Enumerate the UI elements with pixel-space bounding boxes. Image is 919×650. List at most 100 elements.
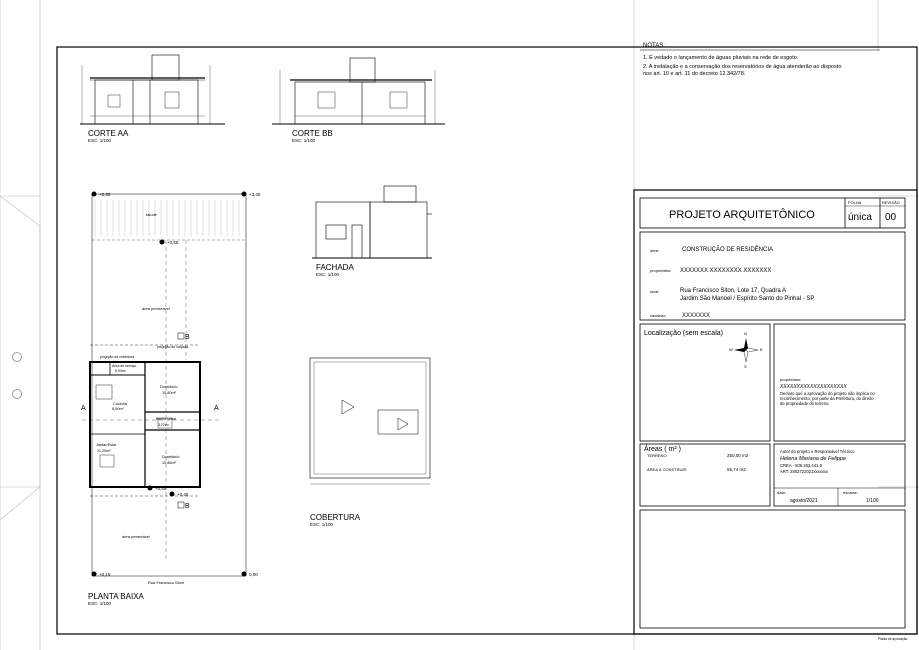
level-right-a: +0,45 [177,492,189,497]
area-permeavel-top-label: área permeável [142,306,170,311]
corte-bb-scale: ESC: 1/100 [292,138,316,143]
title-block-frame [633,189,918,635]
proprietario-label: proprietário: [650,268,671,273]
autor-name: Helena Mariana de Felippe [780,456,846,462]
note-item-3: nos art. 10 e art. 11 do decreto 12.342/… [643,71,746,77]
corte-bb-title: CORTE BB [292,129,333,138]
projecao-cobertura-label: projeção da cobertura [100,355,134,359]
area-permeavel-bottom-label: área permeável [122,534,150,539]
level-marker-icon [159,239,165,245]
compass-e: E [760,347,763,352]
note-item-1: 1. É vedado o lançamento de águas pluvia… [643,54,799,61]
folha-value: única [848,212,872,223]
proprietario2-value: XXXXXXXXXXXXXXXXXXXX [779,384,847,390]
area-construir-label: ÁREA À CONSTRUIR [647,467,686,472]
area-construir-value: 55,74 m2 [727,467,746,472]
level-marker-icon [91,571,97,577]
revisao-label: REVISÃO [882,200,900,205]
cobertura-scale: ESC: 1/100 [310,522,334,527]
banheiro-size: 3,22m² [158,423,170,427]
level-markers [91,191,247,577]
declaracao-line-3: de propriedade do terreno. [780,401,830,406]
escalas-value: 1/100 [866,498,879,504]
level-center-a: +0,55 [155,486,167,491]
terreno-value: 250,00 m2 [727,453,749,458]
level-top-left: +0,55 [99,192,111,197]
talude-label: talude [146,212,158,217]
dormitorio1-size: 10,80m² [162,391,177,395]
autor-label: Autor do projeto e Responsável Técnico [780,449,855,454]
dormitorio2-label: Dormitório [162,455,180,459]
area-servico-size: 5,94m² [115,369,127,373]
dormitorio1-label: Dormitório [160,385,178,389]
level-marker-icon [241,191,247,197]
level-marker-icon [91,191,97,197]
local-label: local: [650,289,659,294]
level-marker-icon [147,485,153,491]
cadastro-label: cadastro: [650,313,666,318]
fachada-scale: ESC: 1/100 [316,272,340,277]
compass-rose-icon [734,338,759,363]
obra-value: CONSTRUÇÃO DE RESIDÊNCIA [682,245,773,253]
obra-label: obra: [650,248,659,253]
art: ART: 2802722021xxxxxxx [780,469,829,474]
planta-baixa-title: PLANTA BAIXA [88,592,145,601]
street-label: Rua Francisco Siton [148,580,184,585]
compass-w: W [729,347,733,352]
data-value: agosto/2021 [790,498,818,504]
banheiro-label: Banho social [156,417,176,421]
level-bottom-left: +0,15 [99,572,111,577]
punch-hole-icon [12,352,22,362]
planta-baixa-scale: ESC: 1/100 [88,601,112,606]
revisao-value: 00 [885,212,897,223]
corte-bb-drawing [272,57,445,125]
terreno-label: TERRENO [647,453,667,458]
level-top-right: +3,40 [249,192,261,197]
compass-s: S [744,364,747,369]
section-markers [177,332,185,509]
jantar-label: Jantar/Estar [96,443,117,447]
cobertura-drawing [309,357,431,485]
corte-aa-scale: ESC: 1/100 [88,138,112,143]
planta-baixa-lot [82,193,247,577]
section-b-bottom: B [185,503,190,510]
proprietario2-label: proprietário: [780,377,801,382]
declaracao-line-1: Declaro que a aprovação do projeto não i… [780,391,875,396]
dormitorio2-size: 10,86m² [162,461,177,465]
corte-aa-title: CORTE AA [88,129,129,138]
cobertura-title: COBERTURA [310,513,361,522]
declaracao-line-2: reconhecimento, por parte da Prefeitura,… [780,396,874,401]
level-marker-icon [241,571,247,577]
cadastro-value: XXXXXXX [682,313,710,319]
section-b-top: B [185,334,190,341]
note-item-2: 2. A instalação e a conservação dos rese… [643,64,841,70]
local-line-1: Rua Francisco Siton, Lote 17, Quadra A [680,288,786,294]
fachada-drawing [312,185,432,259]
localizacao-title: Localização (sem escala) [644,330,723,337]
fachada-title: FACHADA [316,263,354,272]
footer-note: Planta de aprovação [878,637,907,641]
local-line-2: Jardim São Manoel / Espírito Santo do Pi… [680,296,814,302]
cozinha-size: 8,00m² [112,407,125,411]
section-a-left: A [81,405,86,412]
corte-aa-drawing [80,54,225,125]
level-bottom-right: 0,00 [249,572,258,577]
jantar-size: 11,20m² [97,449,111,453]
level-mid: +0,55 [167,240,179,245]
notes-title: NOTAS: [643,43,665,49]
escalas-label: escalas: [843,490,858,495]
cozinha-label: Cozinha [113,402,128,406]
folha-label: FOLHA [848,200,862,205]
punch-hole-icon [12,389,22,399]
title-block-header: PROJETO ARQUITETÔNICO [669,208,815,221]
areas-title: Áreas ( m² ) [644,444,681,453]
proprietario-value: XXXXXXX XXXXXXXX XXXXXXX [680,268,771,274]
section-a-right: A [214,405,219,412]
level-marker-icon [169,491,175,497]
crea: CREA - 506.263.441-0 [780,463,823,468]
compass-n: N [744,331,747,336]
planta-baixa-house [89,344,201,497]
data-label: data: [777,490,786,495]
